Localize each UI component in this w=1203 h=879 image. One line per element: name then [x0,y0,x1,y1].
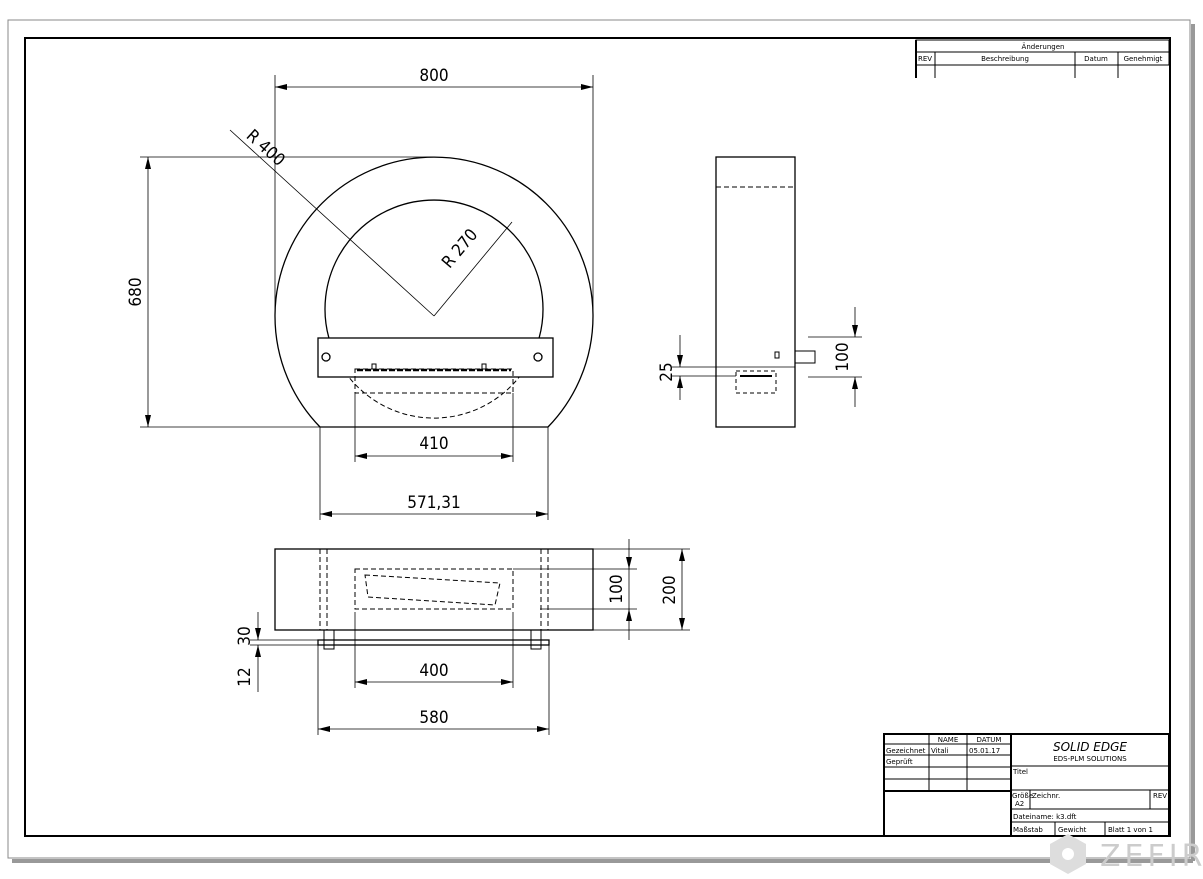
watermark: ZEFIRE [1050,834,1203,874]
dim-height-680: 680 [126,277,146,306]
tb-drawn-name: Vitali [931,747,949,755]
dim-firebox-410: 410 [419,434,448,454]
dim-outer-radius: R 400 [242,126,289,171]
tb-checked-label: Geprüft [886,758,913,766]
top-view [250,539,690,735]
tb-size-label: Größe [1012,792,1033,800]
dim-12: 12 [235,667,255,686]
revision-block [915,39,1170,78]
dim-200: 200 [660,575,680,604]
side-view [672,156,862,428]
dim-30: 30 [235,626,255,645]
rev-col-rev: REV [918,55,932,63]
tb-title-label: Titel [1012,768,1028,776]
brand-logo: SOLID EDGE [1053,740,1127,754]
revision-title: Änderungen [1022,42,1065,51]
dim-100-side: 100 [833,342,853,371]
rev-col-description: Beschreibung [981,55,1029,63]
watermark-text: ZEFIRE [1100,839,1203,874]
title-block [883,733,1170,837]
tb-drawing-no-label: Zeichnr. [1032,792,1060,800]
dim-400: 400 [419,661,448,681]
tb-weight-label: Gewicht [1058,826,1087,834]
dim-100-top: 100 [607,574,627,603]
dim-base-571: 571,31 [407,493,461,513]
tb-rev-label: REV [1153,792,1167,800]
tb-col-date: DATUM [977,736,1002,744]
dim-25: 25 [657,362,677,381]
dim-width-800: 800 [419,66,448,86]
drawing-frame [24,37,1171,837]
tb-size-value: A2 [1015,800,1024,808]
brand-sub: EDS-PLM SOLUTIONS [1053,755,1127,763]
tb-drawn-date: 05.01.17 [969,747,1000,755]
tb-drawn-label: Gezeichnet [886,747,926,755]
sheet-border [7,19,1191,859]
tb-col-name: NAME [938,736,959,744]
tb-file-name: Dateiname: k3.dft [1013,813,1077,821]
tb-sheet-label: Blatt 1 von 1 [1108,826,1153,834]
rev-col-approved: Genehmigt [1124,55,1163,63]
dim-580: 580 [419,708,448,728]
front-view [140,75,594,520]
tb-scale-label: Maßstab [1013,826,1043,834]
rev-col-date: Datum [1084,55,1108,63]
